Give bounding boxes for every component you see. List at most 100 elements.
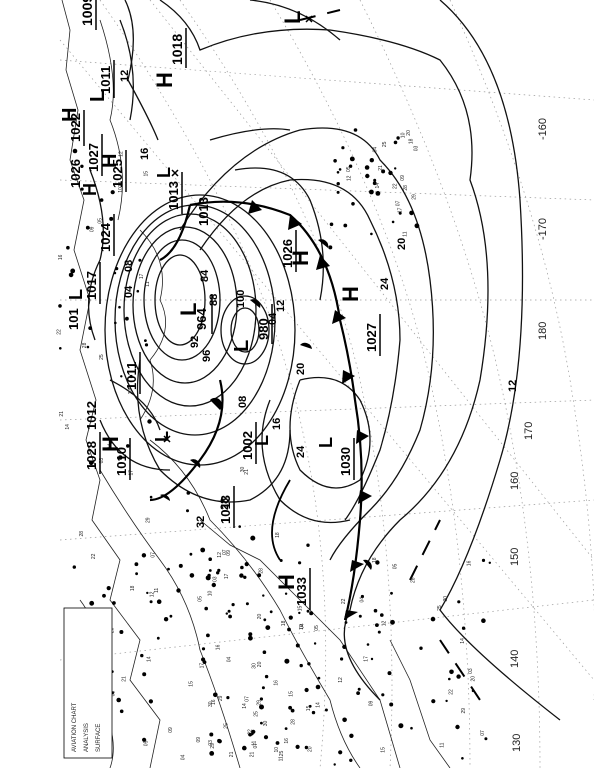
station-dot: [99, 198, 104, 202]
station-number: 30: [128, 389, 134, 395]
station-number: 14: [375, 183, 381, 189]
station-number: 20: [308, 746, 314, 752]
longitude-label: -170: [537, 218, 549, 240]
station-dot: [156, 636, 160, 640]
station-dot: [167, 567, 170, 571]
station-dot: [72, 565, 77, 569]
station-dot: [488, 561, 491, 564]
station-dot: [366, 643, 370, 646]
station-dot: [225, 612, 228, 615]
low-center: L: [231, 340, 253, 352]
pressure-value: 1028: [84, 441, 99, 470]
station-dot: [481, 618, 486, 623]
station-number: 11: [440, 742, 446, 747]
station-number: 18: [408, 138, 414, 144]
station-dot: [317, 676, 321, 680]
station-dot: [315, 684, 321, 690]
pressure-value: 1026: [280, 239, 295, 268]
station-dot: [89, 600, 95, 606]
station-dot: [59, 347, 62, 350]
station-dot: [336, 171, 340, 174]
station-number: 25: [437, 605, 443, 611]
station-number: 29: [210, 743, 216, 749]
station-dot: [370, 232, 373, 236]
station-dot: [342, 717, 347, 723]
station-dot: [377, 630, 381, 634]
station-number: 05: [346, 166, 352, 172]
station-dot: [189, 573, 195, 578]
station-number: 10: [400, 132, 406, 138]
isobar-label: 04: [123, 285, 135, 298]
station-dot: [360, 594, 364, 599]
isobar-labels: 12 16 20 24 28 32 04 08 88 84 92 96 100 …: [119, 70, 519, 528]
station-dot: [389, 702, 394, 707]
station-dot: [206, 633, 210, 638]
station-dot: [369, 189, 374, 195]
legend-line: ANALYSIS: [84, 723, 90, 752]
station-dot: [390, 619, 395, 625]
longitude-label: -160: [537, 118, 549, 140]
station-number: 28: [411, 577, 417, 583]
isobar-label: 04: [267, 312, 279, 325]
station-number: 17: [398, 207, 404, 213]
station-number: 18: [275, 532, 281, 538]
station-dot: [213, 692, 218, 698]
station-dot: [138, 258, 142, 262]
station-dot: [398, 723, 404, 729]
station-number: 18: [372, 557, 378, 563]
station-number: 07: [244, 696, 250, 702]
station-dot: [388, 170, 393, 176]
station-dot: [144, 339, 147, 342]
station-number: 10: [299, 624, 305, 630]
high-center: H: [338, 286, 363, 302]
station-dot: [461, 626, 466, 630]
pressure-value: 1011: [124, 362, 139, 390]
station-number: 22: [448, 689, 454, 695]
isobar-label: 32: [195, 516, 207, 528]
station-dot: [66, 245, 70, 250]
station-dot: [149, 600, 153, 604]
station-dot: [288, 615, 293, 620]
longitude-label: 160: [509, 472, 521, 490]
station-number: 12: [217, 552, 223, 558]
station-dot: [287, 627, 291, 632]
isobar-label: 16: [139, 148, 151, 160]
station-dot: [298, 611, 301, 615]
station-dot: [259, 704, 264, 710]
station-dot: [393, 140, 398, 145]
station-number: 28: [79, 531, 85, 537]
station-dot: [119, 630, 124, 634]
isobar-label: 84: [199, 269, 211, 282]
station-dot: [372, 181, 377, 186]
station-dot: [340, 657, 344, 661]
isobar-label: 08: [123, 260, 135, 272]
station-dot: [106, 586, 111, 591]
station-dot: [80, 187, 84, 191]
station-dot: [120, 375, 123, 378]
high-center: H: [59, 108, 81, 122]
station-number: 30: [240, 467, 246, 473]
station-dot: [263, 735, 269, 740]
station-dot: [228, 614, 233, 619]
station-dot: [260, 721, 263, 725]
station-number: 15: [298, 606, 304, 612]
station-dot: [375, 191, 381, 196]
station-dot: [306, 543, 310, 547]
station-dot: [262, 650, 267, 654]
station-number: 18: [130, 585, 136, 591]
high-center: H: [288, 250, 313, 266]
station-number: 28: [82, 342, 88, 348]
station-number: 03: [208, 740, 214, 746]
station-dot: [80, 164, 84, 168]
station-dot: [149, 495, 153, 499]
station-number: 04: [359, 597, 365, 603]
station-dot: [242, 745, 247, 751]
station-dot: [208, 557, 212, 561]
pressure-value: 1010: [114, 447, 129, 476]
station-dot: [338, 750, 343, 755]
station-number: 14: [316, 702, 322, 708]
isobar-label: 96: [201, 350, 213, 362]
station-number: 04: [299, 623, 305, 629]
station-number: 30: [251, 663, 257, 669]
station-number: 21: [122, 676, 128, 682]
